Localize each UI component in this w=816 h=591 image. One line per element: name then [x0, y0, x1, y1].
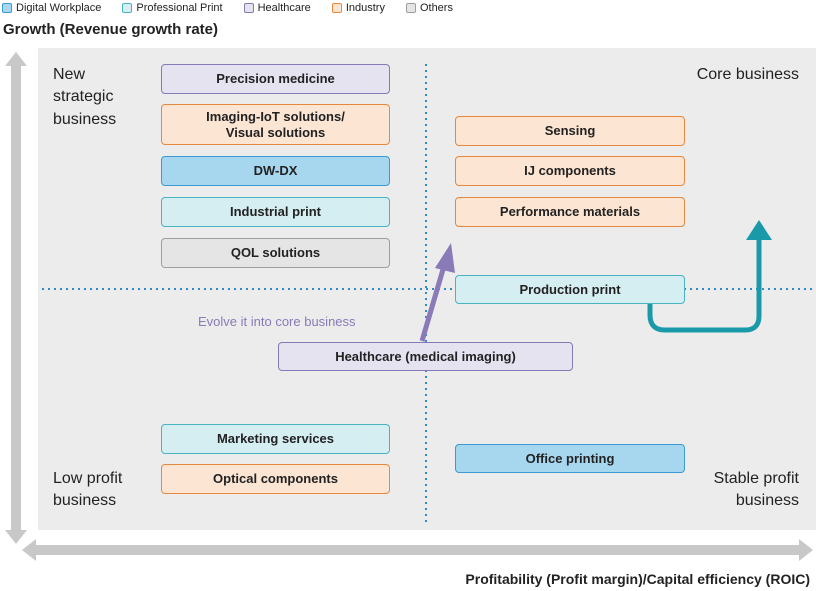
legend-swatch: [405, 3, 416, 13]
legend-label: Others: [419, 2, 453, 14]
box-qol-solutions: QOL solutions: [161, 238, 390, 268]
quadrant-line: Low profit: [53, 470, 123, 487]
box-healthcare-medical-imaging: Healthcare (medical imaging): [278, 342, 573, 371]
legend: Digital Workplace Professional Print Hea…: [2, 0, 474, 16]
box-line: Visual solutions: [225, 124, 326, 140]
box-ij-components: IJ components: [455, 156, 685, 186]
quadrant-line: business: [53, 110, 117, 128]
evolve-annotation: Evolve it into core business: [198, 314, 356, 329]
legend-item-industry: Industry: [331, 2, 385, 14]
box-office-printing: Office printing: [455, 444, 685, 473]
legend-item-others: Others: [405, 2, 453, 14]
production-print-arrow-icon: [647, 220, 772, 333]
quadrant-line: strategic: [53, 88, 114, 106]
quadrant-label-core: Core business: [697, 64, 799, 86]
box-imaging-iot-solutions: Imaging-IoT solutions/ Visual solutions: [161, 104, 390, 145]
box-industrial-print: Industrial print: [161, 197, 390, 227]
y-axis-title: Growth (Revenue growth rate): [3, 21, 219, 38]
legend-swatch: [243, 3, 254, 13]
legend-label: Professional Print: [136, 2, 223, 14]
x-axis-title: Profitability (Profit margin)/Capital ef…: [465, 571, 810, 587]
legend-swatch: [2, 3, 12, 13]
legend-swatch: [122, 3, 133, 13]
x-axis-arrow-icon: [22, 539, 813, 561]
legend-label: Healthcare: [257, 2, 311, 14]
box-line: Imaging-IoT solutions/: [206, 108, 345, 124]
quadrant-line: Stable profit: [713, 470, 799, 487]
box-production-print: Production print: [455, 275, 685, 304]
quadrant-label-stable-profit: Stable profit business: [714, 468, 799, 513]
legend-swatch: [331, 3, 342, 13]
box-optical-components: Optical components: [161, 464, 390, 494]
legend-label: Digital Workplace: [16, 2, 102, 14]
box-precision-medicine: Precision medicine: [161, 64, 390, 94]
quadrant-line: New: [53, 66, 86, 83]
quadrant-line: business: [735, 492, 799, 510]
legend-item-healthcare: Healthcare: [243, 2, 311, 14]
box-marketing-services: Marketing services: [161, 424, 390, 454]
quadrant-label-new-strategic: New strategic business: [53, 64, 116, 131]
legend-item-professional-print: Professional Print: [122, 2, 223, 14]
box-sensing: Sensing: [455, 116, 685, 146]
quadrant-line: Core business: [696, 66, 799, 83]
quadrant-line: business: [53, 492, 117, 510]
quadrant-label-low-profit: Low profit business: [53, 468, 122, 513]
legend-item-digital-workplace: Digital Workplace: [2, 2, 101, 14]
box-dw-dx: DW-DX: [161, 156, 390, 186]
y-axis-arrow-icon: [5, 52, 27, 544]
legend-label: Industry: [345, 2, 385, 14]
box-performance-materials: Performance materials: [455, 197, 685, 227]
evolve-arrow-icon: [419, 243, 455, 342]
